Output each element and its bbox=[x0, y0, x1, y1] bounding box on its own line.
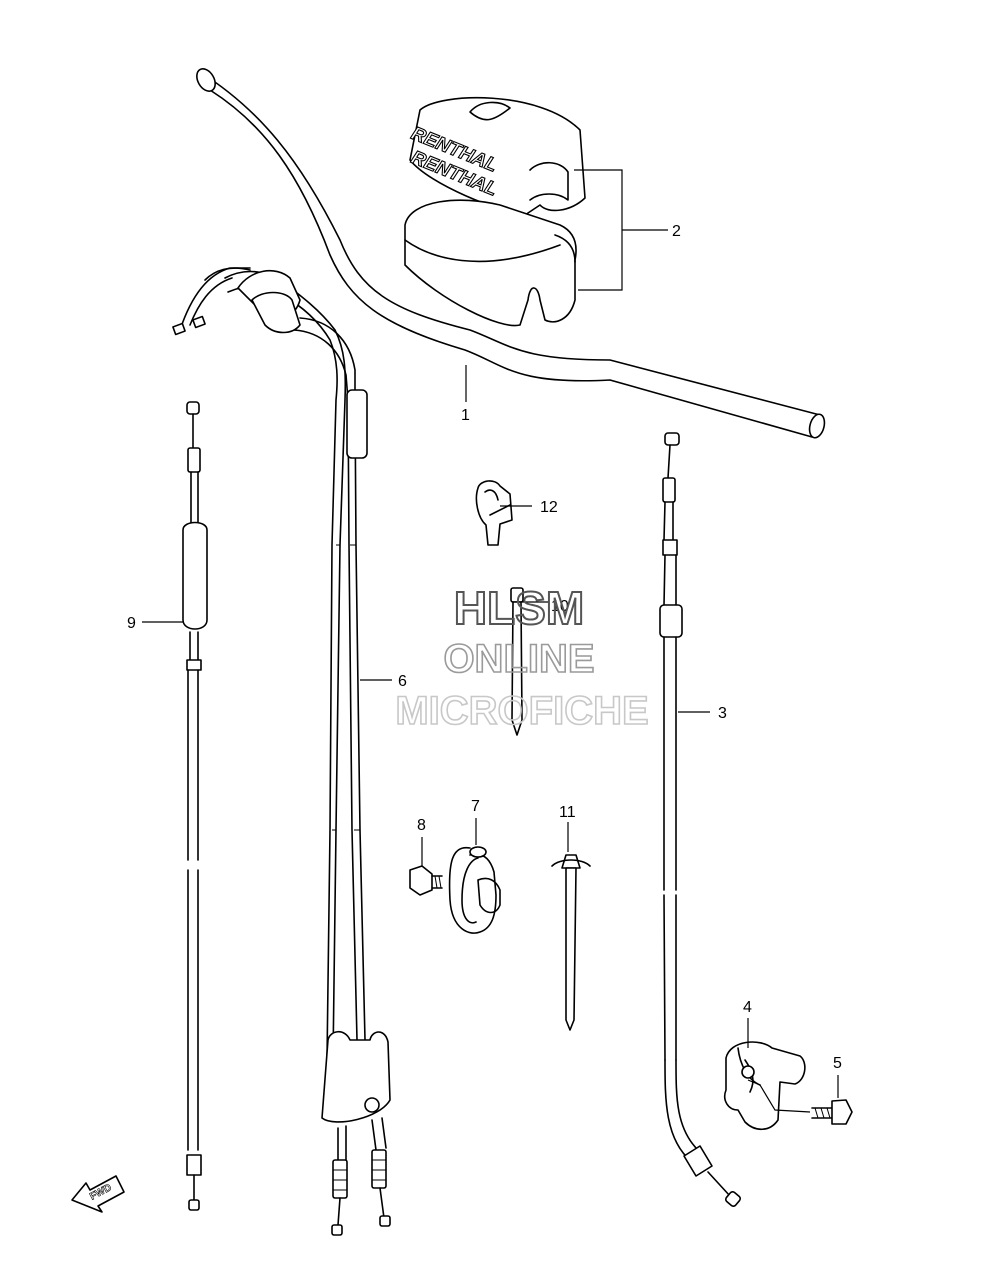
callout-5: 5 bbox=[833, 1055, 842, 1072]
fwd-arrow-icon: FWD bbox=[71, 1175, 125, 1213]
callout-6: 6 bbox=[398, 673, 407, 690]
throttle-cable-assembly bbox=[172, 267, 391, 1236]
callout-11: 11 bbox=[559, 804, 576, 821]
bolt-8 bbox=[409, 865, 443, 896]
callout-12: 12 bbox=[540, 499, 558, 516]
watermark: HLSM ONLINE MICROFICHE bbox=[395, 581, 650, 734]
tie-strap-10 bbox=[510, 587, 524, 736]
callout-4: 4 bbox=[743, 999, 752, 1016]
watermark-line-3: MICROFICHE bbox=[395, 689, 648, 733]
callout-numbers: 1 2 3 4 5 6 7 8 9 10 11 12 bbox=[127, 223, 842, 1072]
leader-lines bbox=[142, 169, 839, 1113]
callout-10: 10 bbox=[551, 598, 569, 615]
cable-bracket bbox=[723, 1041, 806, 1131]
cable-guide-7 bbox=[448, 846, 501, 934]
tie-strap-11 bbox=[551, 854, 591, 1031]
watermark-line-1: HLSM bbox=[454, 582, 584, 634]
callout-1: 1 bbox=[461, 407, 470, 424]
callout-9: 9 bbox=[127, 615, 136, 632]
callout-8: 8 bbox=[417, 817, 426, 834]
callout-3: 3 bbox=[718, 705, 727, 722]
watermark-line-2: ONLINE bbox=[443, 637, 594, 681]
bolt-5 bbox=[811, 1099, 853, 1125]
handlebar-pad: RENTHAL RENTHAL bbox=[404, 96, 586, 327]
handlebar bbox=[196, 68, 826, 439]
callout-2: 2 bbox=[672, 223, 681, 240]
clamp-12 bbox=[475, 480, 513, 546]
callout-7: 7 bbox=[471, 798, 480, 815]
right-cable bbox=[659, 432, 742, 1208]
left-cable bbox=[182, 401, 208, 1211]
